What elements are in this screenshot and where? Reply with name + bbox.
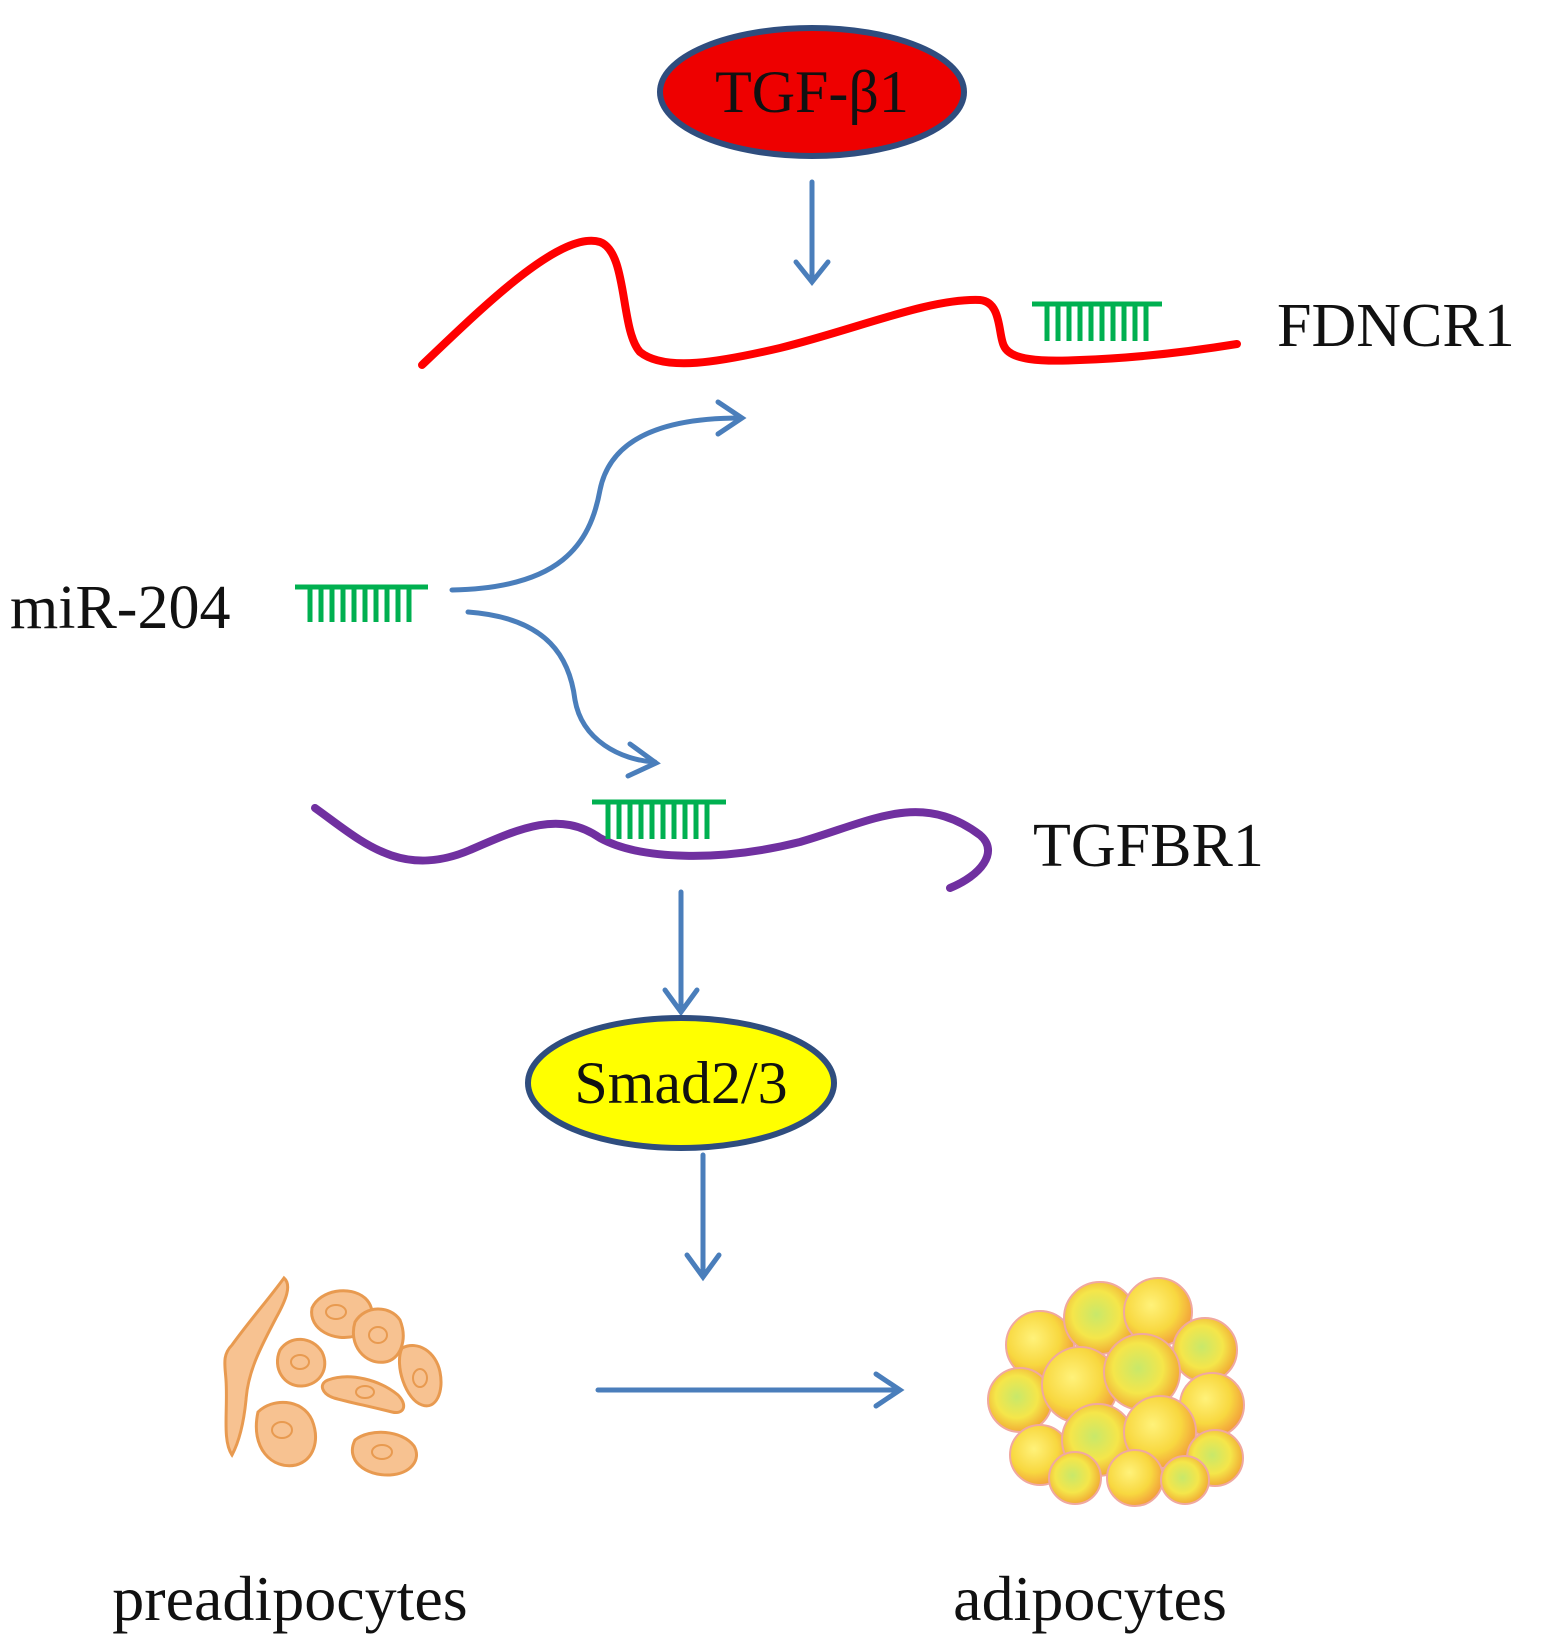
fdncr1-strand: [418, 236, 1241, 369]
smad-node: Smad2/3: [525, 1015, 837, 1151]
arrow-tgf-to-fdncr1: [793, 179, 831, 287]
fdncr1-label: FDNCR1: [1277, 292, 1515, 360]
mirna-on-tgfbr1-icon: [592, 799, 726, 839]
adipocyte-cluster-icon: [987, 1277, 1245, 1507]
tgfbr1-strand: [311, 804, 992, 892]
arrow-tgfbr1-to-smad: [662, 889, 700, 1017]
tgf-b1-node: TGF-β1: [657, 25, 967, 159]
preadipocytes-label: preadipocytes: [112, 1563, 467, 1634]
arrow-differentiation: [595, 1371, 905, 1409]
tgfbr1-label: TGFBR1: [1033, 812, 1264, 880]
arrow-mir204-to-tgfbr1: [465, 609, 661, 779]
mir204-label: miR-204: [10, 574, 230, 642]
tgf-b1-label: TGF-β1: [715, 59, 909, 125]
arrow-smad-down: [684, 1152, 722, 1282]
smad-label: Smad2/3: [574, 1050, 787, 1116]
smad-ellipse: [525, 1015, 837, 1151]
mirna-on-fdncr1-icon: [1032, 301, 1162, 341]
arrow-mir204-to-fdncr1: [449, 399, 747, 593]
tgf-b1-ellipse: [657, 25, 967, 159]
preadipocyte-cells-icon: [223, 1275, 443, 1477]
mir204-icon: [295, 584, 428, 622]
preadipocyte-nuclei: [271, 1304, 428, 1460]
adipocytes-label: adipocytes: [953, 1563, 1227, 1634]
